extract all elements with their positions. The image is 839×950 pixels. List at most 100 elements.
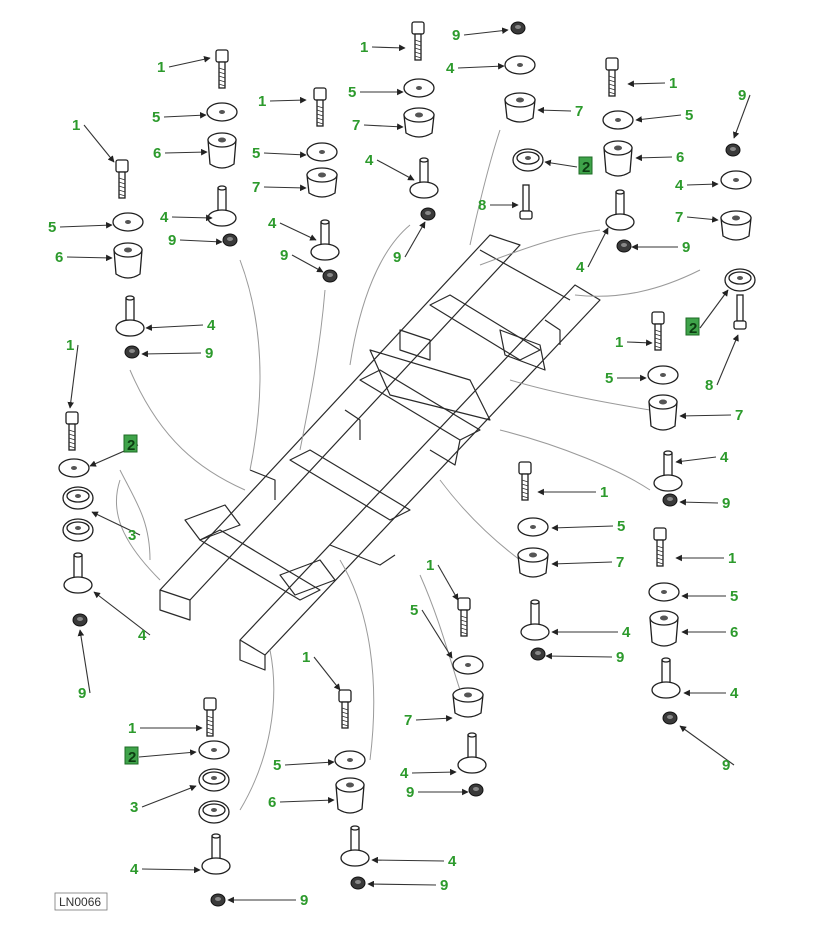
- callout-number: 9: [393, 249, 401, 266]
- callout-9: 9: [367, 877, 448, 894]
- callout-4: 4: [365, 152, 415, 181]
- nut-part: [72, 613, 88, 627]
- washer-part: [504, 55, 536, 75]
- mount-stack-k: [648, 527, 681, 725]
- spacer-tube-part: [207, 185, 237, 227]
- chassis-frame: [159, 234, 601, 671]
- callout-9: 9: [168, 232, 223, 249]
- callout-5: 5: [410, 602, 453, 659]
- callout-1: 1: [66, 337, 79, 409]
- callout-5: 5: [635, 107, 693, 124]
- washer-part: [334, 750, 366, 770]
- callout-number: 5: [348, 84, 356, 101]
- callout-1: 1: [360, 39, 406, 56]
- mount-stack-f: [602, 57, 635, 253]
- callout-7: 7: [252, 179, 307, 196]
- callout-number: 3: [128, 527, 136, 544]
- callout-1: 1: [258, 93, 307, 110]
- mount-stack-i: [58, 411, 94, 627]
- callout-number: 4: [400, 765, 409, 782]
- washer-part: [647, 365, 679, 385]
- callout-number: 9: [168, 232, 176, 249]
- callout-4: 4: [268, 215, 317, 241]
- callout-number: 4: [446, 60, 455, 77]
- callout-number: 9: [722, 495, 730, 512]
- bushing-part: [335, 777, 365, 814]
- nut-part: [210, 893, 226, 907]
- callout-4: 4: [130, 861, 201, 878]
- mount-stack-m: [334, 689, 370, 890]
- callout-number: 1: [258, 93, 266, 110]
- washer-part: [452, 655, 484, 675]
- chassis-member: [289, 449, 411, 521]
- callout-number: 1: [157, 59, 165, 76]
- bolt-part: [215, 49, 229, 89]
- bushing-part: [517, 547, 549, 578]
- spacer-tube-part: [653, 450, 683, 492]
- chassis-member: [199, 529, 321, 601]
- callout-number: 7: [675, 209, 683, 226]
- nut-part: [420, 207, 436, 221]
- spacer-tube-part: [340, 825, 370, 867]
- callout-1: 1: [128, 720, 203, 737]
- callout-1: 1: [615, 334, 653, 351]
- callout-number: 5: [252, 145, 260, 162]
- callout-1: 1: [72, 117, 115, 163]
- callout-number: 1: [360, 39, 368, 56]
- mount-stack-n: [198, 697, 231, 907]
- callout-4: 4: [446, 60, 505, 77]
- callout-2: 2: [544, 156, 593, 176]
- callout-highlight-box: [685, 317, 700, 336]
- chassis-member: [184, 504, 241, 541]
- mount-stack-c: [306, 87, 340, 283]
- callout-2: 2: [124, 746, 197, 766]
- callout-number: 4: [268, 215, 277, 232]
- rubber-pad-part: [198, 800, 230, 824]
- callout-9: 9: [280, 247, 324, 273]
- callout-5: 5: [348, 84, 404, 101]
- callout-8: 8: [478, 197, 519, 214]
- callout-4: 4: [400, 765, 457, 782]
- callout-1: 1: [426, 557, 459, 601]
- callout-number: 9: [738, 87, 746, 104]
- callout-number: 4: [622, 624, 631, 641]
- bolt-part: [457, 597, 471, 637]
- callout-4: 4: [160, 209, 213, 226]
- spacer-tube-part: [520, 599, 550, 641]
- callout-number: 1: [600, 484, 608, 501]
- callout-7: 7: [551, 554, 624, 571]
- spacer-tube-part: [201, 833, 231, 875]
- guide-line: [299, 289, 326, 451]
- callout-4: 4: [551, 624, 631, 641]
- callout-2: 2: [685, 289, 729, 337]
- callout-number: 4: [675, 177, 684, 194]
- callout-4: 4: [576, 227, 609, 276]
- bolt-part: [411, 21, 425, 61]
- callout-number: 9: [452, 27, 460, 44]
- callout-5: 5: [681, 588, 738, 605]
- chassis-member: [249, 469, 276, 500]
- callout-8: 8: [705, 334, 739, 394]
- nut-part: [468, 783, 484, 797]
- mount-stack-e: [504, 21, 544, 220]
- guide-line: [479, 229, 601, 266]
- washer-part: [198, 740, 230, 760]
- bolt-part: [115, 159, 129, 199]
- chassis-member: [159, 234, 521, 601]
- callout-number: 4: [160, 209, 169, 226]
- callout-4: 4: [675, 449, 729, 466]
- mount-stack-b: [112, 159, 145, 359]
- callout-number: 5: [410, 602, 418, 619]
- callout-number: 7: [616, 554, 624, 571]
- guide-line: [439, 479, 521, 561]
- callout-labels: 1564915649157491574994728156499472815749…: [48, 27, 751, 909]
- guide-line: [509, 379, 651, 411]
- bushing-part: [504, 92, 536, 123]
- spacer-tube-part: [409, 157, 439, 199]
- callout-number: 6: [730, 624, 738, 641]
- bushing-part: [207, 132, 237, 169]
- callout-6: 6: [268, 794, 335, 811]
- callout-number: 7: [735, 407, 743, 424]
- chassis-member: [544, 319, 561, 345]
- bolt-part: [651, 311, 665, 351]
